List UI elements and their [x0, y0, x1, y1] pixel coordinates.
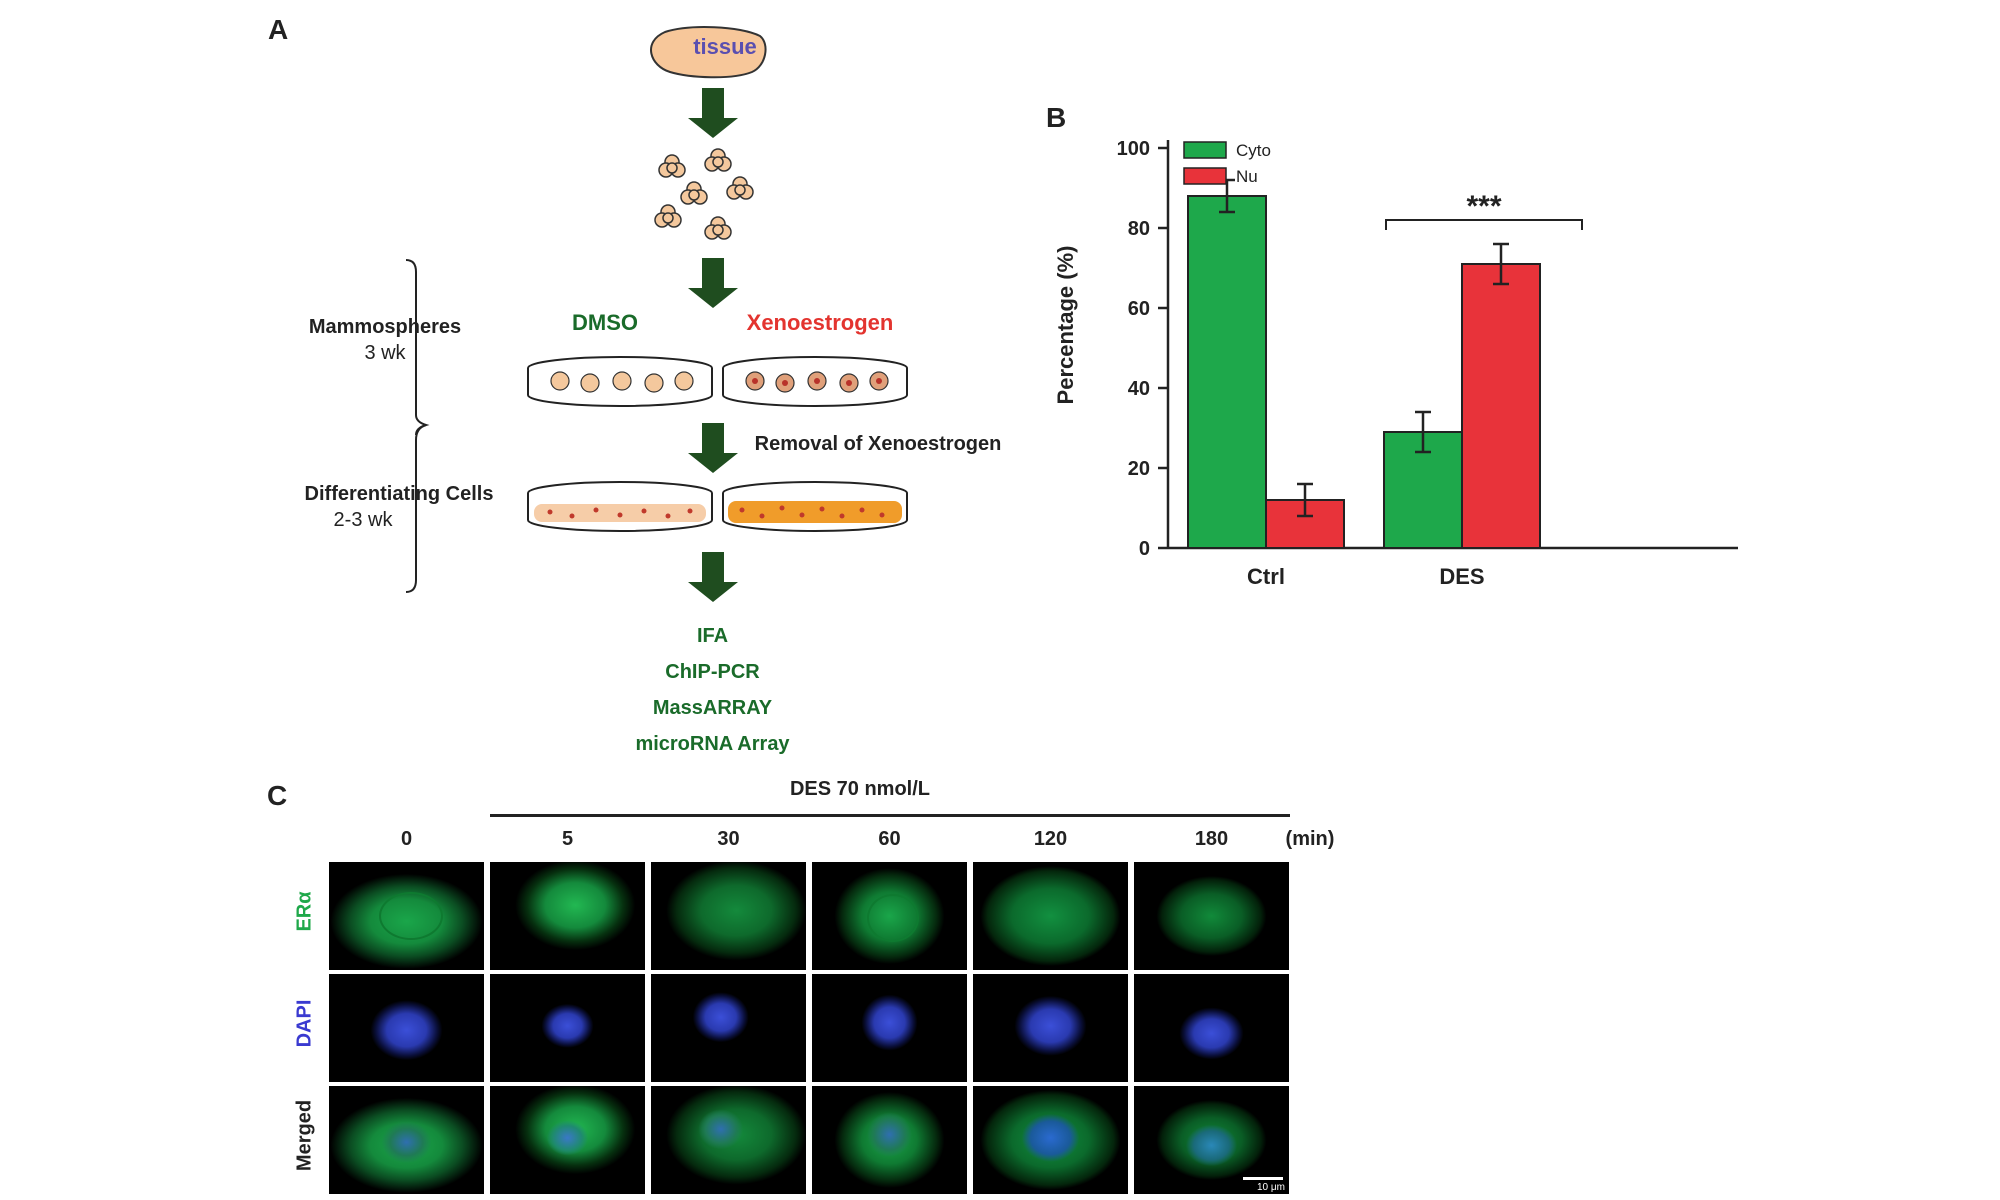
differentiating-label: Differentiating Cells	[304, 483, 494, 505]
assay-chip-pcr: ChIP-PCR	[665, 661, 760, 683]
removal-label: Removal of Xenoestrogen	[754, 433, 1002, 455]
bar-cyto-ctrl	[1187, 195, 1267, 549]
arrow-4	[688, 552, 738, 602]
arrow-2	[688, 258, 738, 308]
era-image-row	[329, 862, 1289, 970]
bracket-differentiating	[405, 424, 427, 593]
treatment-line	[490, 814, 1290, 817]
xeno-label: Xenoestrogen	[746, 310, 894, 335]
xeno-mammosphere-dish	[722, 356, 908, 407]
assay-microrna-array: microRNA Array	[635, 733, 790, 755]
x-tick-label-des: DES	[1439, 564, 1484, 589]
mammospheres-duration: 3 wk	[364, 342, 406, 364]
dmso-differentiating-dish	[527, 481, 713, 532]
differentiating-duration: 2-3 wk	[333, 509, 393, 531]
row-label-merged: Merged	[293, 1099, 316, 1172]
cell-cluster-group	[654, 148, 754, 240]
y-axis-label: Percentage (%)	[1053, 246, 1078, 405]
panel-a-letter: A	[268, 14, 289, 45]
legend-label-nu: Nu	[1236, 167, 1258, 186]
mammospheres-label: Mammospheres	[308, 316, 462, 338]
time-label-60: 60	[878, 828, 901, 850]
era-image-180	[1134, 862, 1289, 970]
dapi-image-120	[973, 974, 1128, 1082]
era-image-5	[490, 862, 645, 970]
treatment-label: DES 70 nmol/L	[789, 778, 931, 800]
tissue-blob	[650, 26, 767, 79]
significance-bracket	[1385, 219, 1583, 230]
era-image-0	[329, 862, 484, 970]
dapi-image-60	[812, 974, 967, 1082]
dmso-mammosphere-dish	[527, 356, 713, 407]
merged-image-180: 10 μm	[1134, 1086, 1289, 1194]
y-tick-label-80: 80	[1128, 218, 1150, 240]
assay-list: IFA ChIP-PCR MassARRAY microRNA Array	[630, 618, 795, 762]
time-label-120: 120	[1033, 828, 1068, 850]
time-label-180: 180	[1194, 828, 1229, 850]
time-unit-label: (min)	[1285, 828, 1335, 850]
scale-bar	[1243, 1177, 1283, 1180]
y-tick-label-60: 60	[1128, 298, 1150, 320]
merged-image-30	[651, 1086, 806, 1194]
y-tick-label-100: 100	[1117, 138, 1150, 160]
dapi-image-5	[490, 974, 645, 1082]
tissue-label: tissue	[693, 34, 757, 59]
legend-label-cyto: Cyto	[1236, 141, 1271, 160]
merged-image-5	[490, 1086, 645, 1194]
dapi-image-0	[329, 974, 484, 1082]
legend-swatch-cyto	[1183, 141, 1227, 159]
era-image-30	[651, 862, 806, 970]
y-tick-label-40: 40	[1128, 378, 1150, 400]
arrow-3	[688, 423, 738, 473]
row-label-dapi: DAPI	[293, 999, 316, 1048]
era-image-60	[812, 862, 967, 970]
time-label-5: 5	[561, 828, 574, 850]
time-label-0: 0	[400, 828, 413, 850]
x-tick-label-ctrl: Ctrl	[1247, 564, 1285, 589]
merged-image-60	[812, 1086, 967, 1194]
scale-bar-label: 10 μm	[1257, 1182, 1285, 1193]
y-tick-label-0: 0	[1139, 538, 1150, 560]
dapi-image-180	[1134, 974, 1289, 1082]
merged-image-row: 10 μm	[329, 1086, 1289, 1194]
merged-image-0	[329, 1086, 484, 1194]
xeno-differentiating-dish	[722, 481, 908, 532]
era-image-120	[973, 862, 1128, 970]
panel-b-letter: B	[1046, 102, 1067, 133]
assay-massarray: MassARRAY	[652, 697, 773, 719]
merged-image-120	[973, 1086, 1128, 1194]
bar-chart: Percentage (%) 0 20 40 60 80 100 Ctrl DES Cyto…	[1053, 138, 1738, 589]
panel-c-letter: C	[267, 780, 288, 811]
arrow-1	[688, 88, 738, 138]
assay-ifa: IFA	[696, 625, 729, 647]
bar-nu-des	[1461, 263, 1541, 549]
dapi-image-30	[651, 974, 806, 1082]
y-tick-label-20: 20	[1128, 458, 1150, 480]
significance-stars: ***	[1466, 190, 1501, 223]
time-label-30: 30	[717, 828, 740, 850]
dmso-label: DMSO	[572, 310, 638, 335]
row-label-era: ERα	[293, 891, 316, 932]
panel-a-diagram	[405, 26, 908, 602]
legend-swatch-nu	[1183, 167, 1227, 185]
dapi-image-row	[329, 974, 1289, 1082]
